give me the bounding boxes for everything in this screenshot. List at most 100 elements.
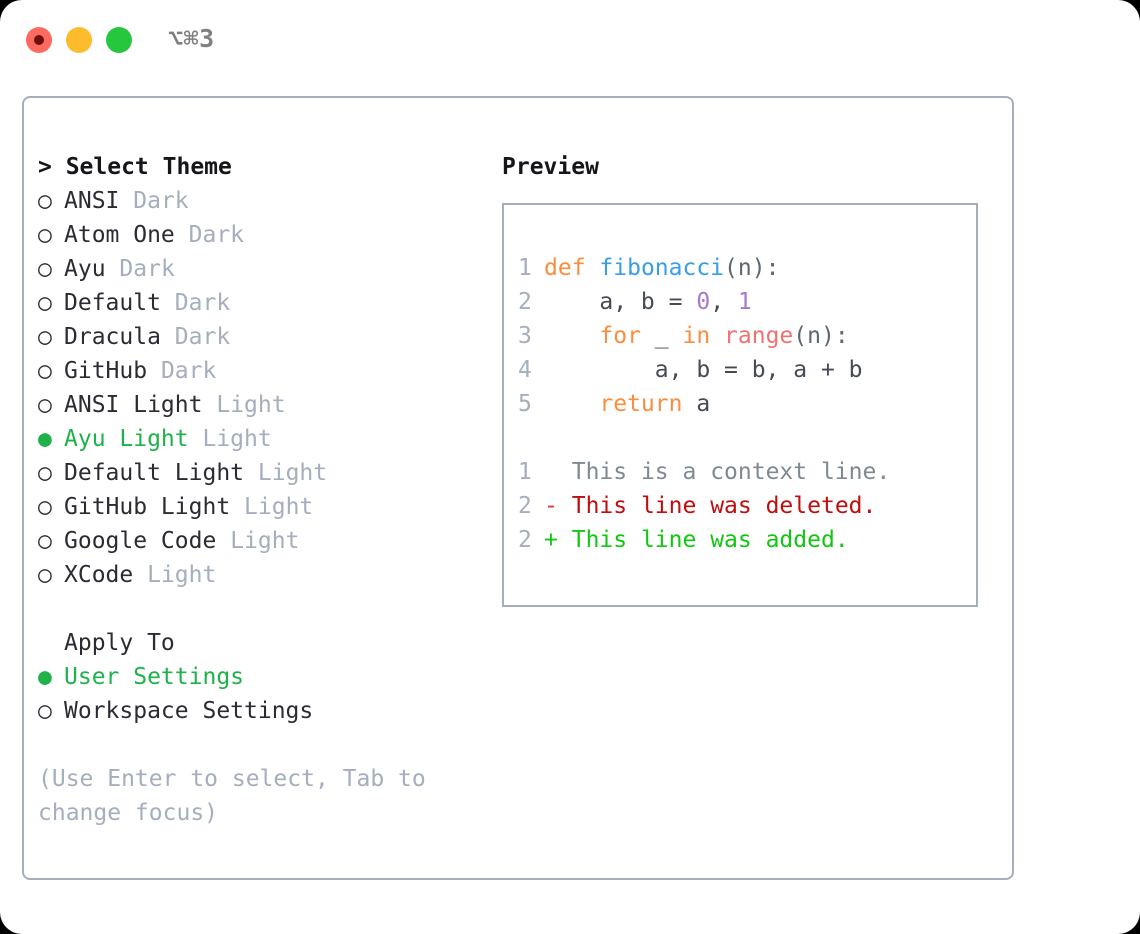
keyboard-shortcut-label: ⌥⌘3 bbox=[168, 24, 215, 53]
theme-variant-label: Light bbox=[257, 460, 328, 486]
radio-unselected-icon[interactable]: ○ bbox=[38, 324, 52, 350]
code-token bbox=[586, 255, 600, 281]
radio-unselected-icon[interactable]: ○ bbox=[38, 256, 52, 282]
diff-line: 2+ This line was added. bbox=[518, 523, 970, 557]
title-bar: ⌥⌘3 bbox=[0, 0, 1140, 80]
apply-to-option-label: Workspace Settings bbox=[64, 698, 314, 724]
code-token: , bbox=[710, 289, 738, 315]
theme-name: Dracula bbox=[64, 324, 161, 350]
apply-to-option[interactable]: ○ Workspace Settings bbox=[38, 694, 488, 728]
apply-to-section: Apply To ● User Settings ○ Workspace Settin… bbox=[38, 626, 488, 728]
theme-list-item[interactable]: ○ GitHub Light Light bbox=[38, 490, 488, 524]
radio-unselected-icon[interactable]: ○ bbox=[38, 392, 52, 418]
code-token: a, b = b, a + b bbox=[544, 357, 863, 383]
theme-name: Default Light bbox=[64, 460, 245, 486]
radio-unselected-icon[interactable]: ○ bbox=[38, 698, 52, 724]
theme-list-item[interactable]: ○ Default Dark bbox=[38, 286, 488, 320]
theme-name: ANSI Light bbox=[64, 392, 203, 418]
theme-variant-label: Dark bbox=[174, 290, 231, 316]
code-token bbox=[544, 391, 599, 417]
radio-selected-icon[interactable]: ● bbox=[38, 664, 52, 690]
apply-to-option-label: User Settings bbox=[64, 664, 245, 690]
radio-unselected-icon[interactable]: ○ bbox=[38, 494, 52, 520]
radio-unselected-icon[interactable]: ○ bbox=[38, 358, 52, 384]
code-token: range bbox=[724, 323, 794, 349]
diff-line: 2- This line was deleted. bbox=[518, 489, 970, 523]
theme-name: XCode bbox=[64, 562, 134, 588]
theme-name: GitHub bbox=[64, 358, 148, 384]
theme-list-item[interactable]: ○ANSI Dark bbox=[38, 184, 488, 218]
theme-list: ○ANSI Dark○Atom One Dark○Ayu Dark○Defaul… bbox=[38, 184, 488, 592]
line-number: 2 bbox=[518, 527, 532, 553]
radio-unselected-icon[interactable]: ○ bbox=[38, 290, 52, 316]
theme-variant-label: Light bbox=[230, 528, 300, 554]
theme-variant-label: Dark bbox=[119, 256, 175, 282]
theme-name: Google Code bbox=[64, 528, 217, 554]
diff-marker bbox=[544, 459, 558, 485]
radio-unselected-icon[interactable]: ○ bbox=[38, 222, 52, 248]
diff-line: 1 This is a context line. bbox=[518, 455, 970, 489]
code-token: fibonacci bbox=[599, 255, 725, 281]
theme-list-item[interactable]: ○ GitHub Dark bbox=[38, 354, 488, 388]
code-token: for bbox=[599, 323, 641, 349]
radio-selected-icon[interactable]: ● bbox=[38, 426, 52, 452]
close-window-button[interactable] bbox=[26, 27, 52, 53]
code-token bbox=[544, 323, 599, 349]
code-token: def bbox=[544, 255, 586, 281]
line-number: 1 bbox=[518, 255, 532, 281]
code-line: 4 a, b = b, a + b bbox=[518, 353, 970, 387]
line-number: 1 bbox=[518, 459, 532, 485]
line-number: 2 bbox=[518, 289, 532, 315]
diff-text: This line was added. bbox=[571, 527, 849, 553]
theme-name: GitHub Light bbox=[64, 494, 231, 520]
radio-unselected-icon[interactable]: ○ bbox=[38, 188, 52, 214]
theme-list-item[interactable]: ○Ayu Dark bbox=[38, 252, 488, 286]
code-line: 5 return a bbox=[518, 387, 970, 421]
code-line: 1 def fibonacci(n): bbox=[518, 251, 970, 285]
radio-unselected-icon[interactable]: ○ bbox=[38, 562, 52, 588]
theme-list-item[interactable]: ○ Default Light Light bbox=[38, 456, 488, 490]
theme-name: Default bbox=[64, 290, 161, 316]
code-token: (n): bbox=[724, 255, 780, 281]
theme-variant-label: Dark bbox=[174, 324, 231, 350]
theme-list-item[interactable]: ○ Google Code Light bbox=[38, 524, 488, 558]
theme-list-item[interactable]: ○ Atom One Dark bbox=[38, 218, 488, 252]
theme-variant-label: Light bbox=[147, 562, 217, 588]
theme-variant-label: Light bbox=[202, 426, 272, 452]
theme-list-item[interactable]: ● Ayu Light Light bbox=[38, 422, 488, 456]
select-theme-heading: > Select Theme bbox=[38, 154, 232, 180]
preview-title: Preview bbox=[502, 154, 599, 180]
apply-to-list: ● User Settings ○ Workspace Settings bbox=[38, 660, 488, 728]
apply-to-option[interactable]: ● User Settings bbox=[38, 660, 488, 694]
theme-picker-panel: > Select Theme ○ANSI Dark○Atom One Dark○… bbox=[22, 96, 1014, 880]
radio-unselected-icon[interactable]: ○ bbox=[38, 528, 52, 554]
maximize-window-button[interactable] bbox=[106, 27, 132, 53]
code-token: _ bbox=[640, 323, 683, 349]
theme-variant-label: Dark bbox=[160, 358, 217, 384]
line-number: 5 bbox=[518, 391, 532, 417]
apply-to-heading: Apply To bbox=[38, 626, 488, 660]
theme-variant-label: Dark bbox=[188, 222, 245, 248]
help-text: (Use Enter to select, Tab to change focu… bbox=[38, 766, 440, 826]
radio-unselected-icon[interactable]: ○ bbox=[38, 460, 52, 486]
code-token: 0 bbox=[696, 289, 711, 315]
apply-to-heading-label: Apply To bbox=[64, 630, 175, 656]
theme-list-item[interactable]: ○ANSI Light Light bbox=[38, 388, 488, 422]
theme-variant-label: Light bbox=[244, 494, 314, 520]
minimize-window-button[interactable] bbox=[66, 27, 92, 53]
code-token bbox=[710, 323, 724, 349]
theme-name: Ayu Light bbox=[64, 426, 189, 452]
code-token: (n): bbox=[793, 323, 849, 349]
code-token: a bbox=[682, 391, 711, 417]
theme-list-item[interactable]: ○ Dracula Dark bbox=[38, 320, 488, 354]
code-token: 1 bbox=[737, 289, 752, 315]
line-number: 3 bbox=[518, 323, 532, 349]
theme-name: Atom One bbox=[64, 222, 175, 248]
line-number: 2 bbox=[518, 493, 532, 519]
diff-text: This is a context line. bbox=[571, 459, 891, 485]
theme-list-item[interactable]: ○ XCode Light bbox=[38, 558, 488, 592]
